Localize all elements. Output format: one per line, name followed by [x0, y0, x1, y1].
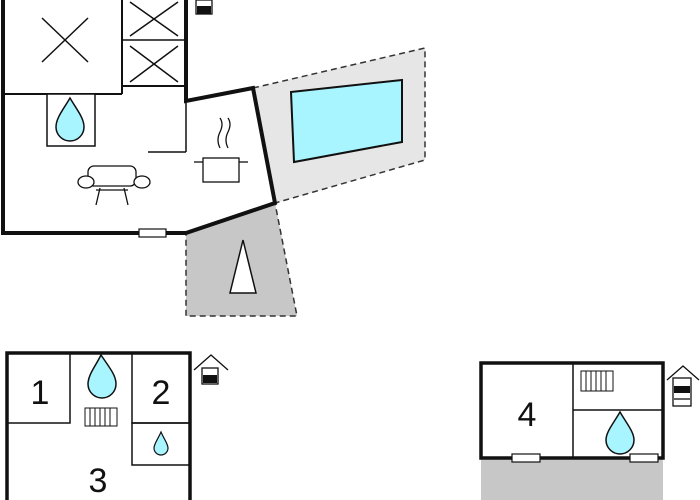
- cooking-pot-icon: [194, 117, 248, 183]
- room-1-box: [6, 352, 71, 424]
- sofa-icon: [77, 165, 151, 206]
- water-drop-icon: [55, 96, 85, 142]
- garden-area: [481, 458, 663, 500]
- floor-indicator-icon: [666, 365, 700, 407]
- room-number-2: 2: [152, 374, 171, 412]
- room-number-4: 4: [518, 396, 537, 434]
- floor-indicator-icon: [195, 0, 213, 15]
- upper-floor-plan: [1, 0, 426, 317]
- water-drop-icon: [87, 353, 117, 399]
- window-icon: [138, 228, 167, 238]
- bed-cross-icon: [129, 45, 179, 83]
- lower-right-floor-plan: 4: [479, 361, 700, 500]
- floor-indicator-icon: [193, 354, 229, 385]
- water-drop-icon: [153, 430, 169, 456]
- pool-icon: [289, 78, 403, 164]
- water-drop-icon: [605, 410, 635, 455]
- bed-cross-icon: [129, 1, 179, 37]
- room-number-1: 1: [31, 374, 50, 412]
- bathroom-box: [131, 422, 191, 466]
- window-icon: [629, 453, 659, 463]
- window-icon: [511, 453, 541, 463]
- room-number-3: 3: [89, 462, 108, 500]
- radiator-icon: [84, 407, 118, 427]
- outer-wall: [1, 0, 278, 235]
- radiator-icon: [580, 370, 614, 392]
- tree-icon: [229, 239, 257, 294]
- lower-left-floor-plan: 1 2 3: [5, 351, 229, 500]
- bed-cross-icon: [41, 17, 89, 63]
